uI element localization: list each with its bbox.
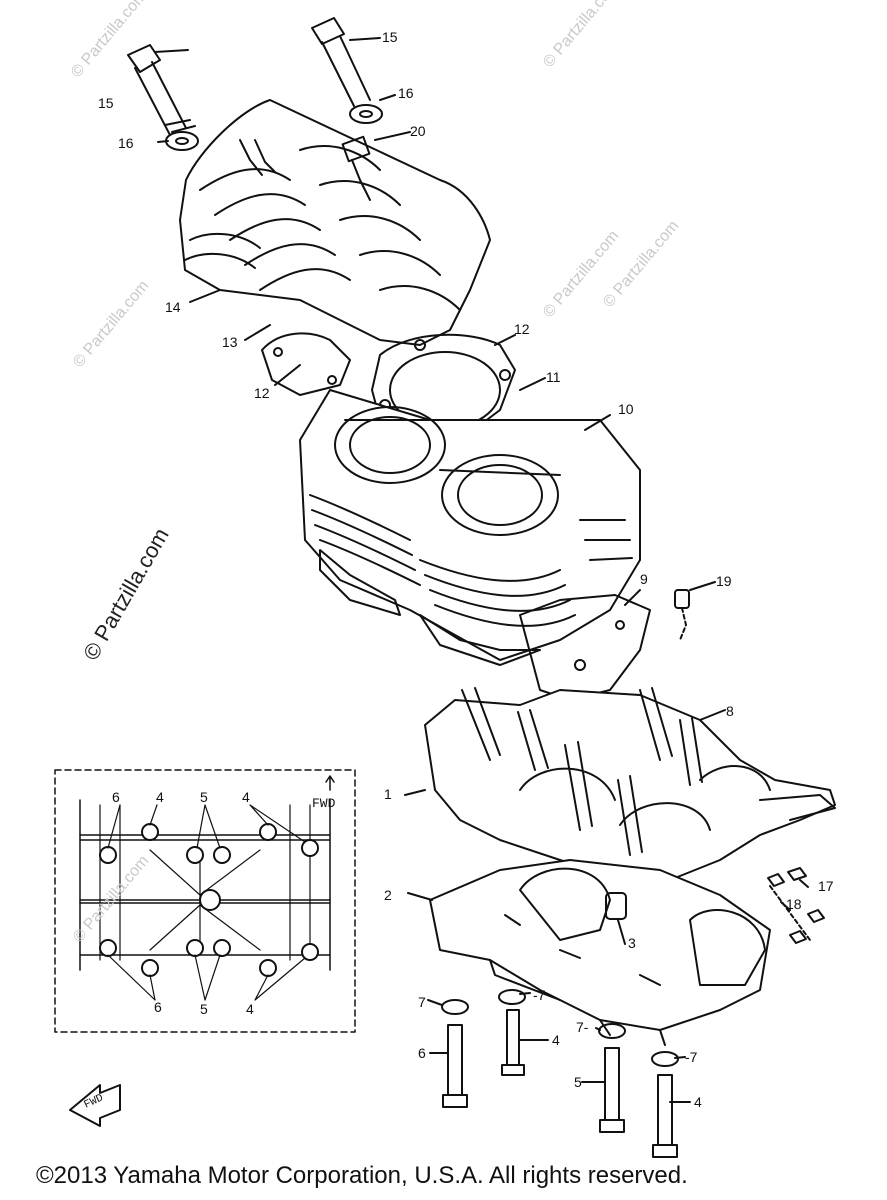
dowel-pin [674, 589, 690, 609]
washer-right [349, 104, 383, 124]
forward-arrow-icon [69, 1084, 121, 1127]
inset-label-5: 5 [200, 789, 208, 805]
callout-2: 2 [384, 887, 392, 903]
callout-7: 7 [418, 994, 426, 1010]
callout-12: 12 [254, 385, 270, 401]
upper-crankcase [424, 687, 836, 881]
callout-16: 16 [398, 85, 414, 101]
callout-11: 11 [546, 369, 561, 385]
head-bolt-left [127, 44, 196, 136]
inset-label-5: 5 [200, 1001, 208, 1017]
callout-8: 8 [726, 703, 734, 719]
callout-7: -7 [685, 1049, 698, 1065]
callout-10: 10 [618, 401, 634, 417]
callout-16: 16 [118, 135, 134, 151]
copyright-notice: ©2013 Yamaha Motor Corporation, U.S.A. A… [36, 1162, 688, 1189]
washer-small [767, 873, 785, 887]
inset-label-6: 6 [112, 789, 120, 805]
callout-3: 3 [628, 935, 636, 951]
callout-9: 9 [640, 571, 648, 587]
inset-label-4: 4 [242, 789, 250, 805]
cylinder-block [299, 389, 641, 666]
washer-left [165, 131, 199, 151]
head-gasket-left [261, 332, 351, 396]
callout-20: 20 [410, 123, 426, 139]
callout-14: 14 [165, 299, 181, 315]
inset-label-4: 4 [246, 1001, 254, 1017]
cylinder-head [179, 99, 491, 346]
callout-5: 5 [574, 1074, 582, 1090]
callout-19: 19 [716, 573, 732, 589]
bottom-bolts [441, 989, 679, 1158]
callout-12: 12 [514, 321, 530, 337]
inset-fwd-label: FWD [312, 796, 336, 811]
callout-18: 18 [786, 896, 802, 912]
callout-7: 7- [576, 1019, 589, 1035]
torque-sequence-inset [54, 769, 356, 1033]
callout-13: 13 [222, 334, 238, 350]
callout-7: -7 [533, 987, 546, 1003]
callout-4: 4 [552, 1032, 560, 1048]
callout-15: 15 [98, 95, 114, 111]
callout-6: 6 [418, 1045, 426, 1061]
callout-1: 1 [384, 786, 392, 802]
inset-label-6: 6 [154, 999, 162, 1015]
lower-crankcase [429, 859, 771, 1046]
callout-17: 17 [818, 878, 834, 894]
callout-15: 15 [382, 29, 398, 45]
callout-4: 4 [694, 1094, 702, 1110]
head-bolt-right [311, 17, 371, 107]
inset-label-4: 4 [156, 789, 164, 805]
